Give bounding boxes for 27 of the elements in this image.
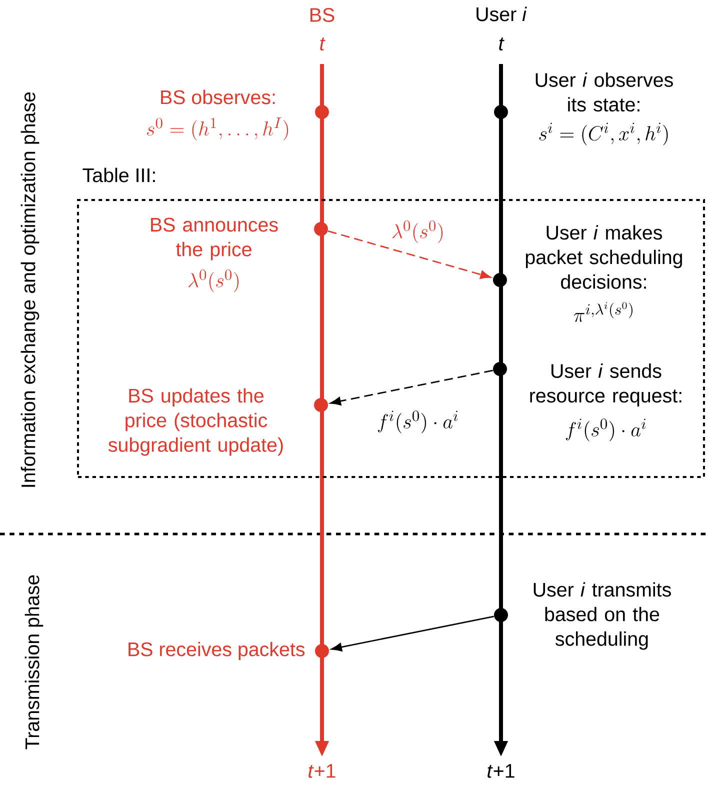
time-label: t+1 xyxy=(308,764,336,778)
formula-text: $s^{0}=(h^{1},\ldots,h^{I})$ xyxy=(146,118,288,140)
event-text: User i transmits based on the scheduling xyxy=(534,582,671,650)
event-text: BS observes: xyxy=(161,90,275,104)
arrow xyxy=(330,370,493,406)
event-text: BS updates the price (stochastic subgradient update) xyxy=(108,388,283,456)
edge-label: $\lambda^{0}(s^{0})$ xyxy=(390,219,446,245)
lane-heading: User i xyxy=(476,6,527,22)
event-text: User i observes its state: xyxy=(536,72,673,112)
formula-text: $s^{i}=(C^{i},x^{i},h^{i})$ xyxy=(539,122,668,146)
formula-text: $f^{i}(s^{0})\cdot a^{i}$ xyxy=(566,418,646,442)
arrow xyxy=(331,616,494,652)
time-label: t+1 xyxy=(488,764,514,778)
time-label: t xyxy=(320,38,326,50)
event-text: BS receives packets xyxy=(128,642,305,660)
phase-label: Transmission phase xyxy=(24,575,44,750)
formula-text: $\lambda^{0}(s^{0})$ xyxy=(188,270,239,292)
lane-heading: BS xyxy=(310,8,334,22)
event-text: BS announces the price xyxy=(151,218,278,260)
event-text: User i makes packet scheduling decisions: xyxy=(526,225,682,289)
formula-text: $\pi^{i,\lambda^{i}(s^{0})}$ xyxy=(574,302,632,322)
frame-heading: Table III: xyxy=(82,168,155,182)
time-label: t xyxy=(499,38,504,50)
phase-label: Information exchange and optimization phase xyxy=(20,92,40,487)
arrow xyxy=(328,230,491,279)
event-text: User i sends resource request: xyxy=(530,364,682,406)
edge-label: $f^{i}(s^{0})\cdot a^{i}$ xyxy=(376,409,460,435)
